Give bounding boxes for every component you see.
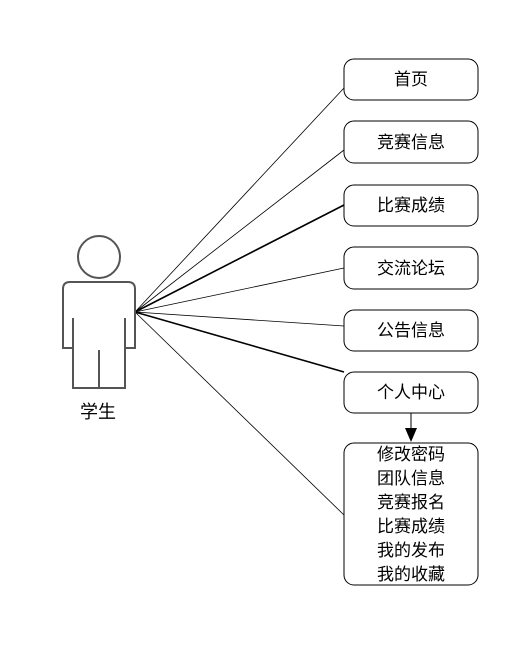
association-lines: [134, 87, 345, 516]
personal-center-item: 修改密码: [377, 445, 445, 465]
link-personal-center-items: [134, 311, 345, 516]
link-home: [134, 87, 345, 313]
link-personal-center: [134, 311, 345, 373]
actor-label: 学生: [80, 402, 116, 423]
use-case-label: 比赛成绩: [377, 195, 445, 216]
link-competition-info: [134, 149, 345, 313]
personal-center-item: 我的收藏: [377, 565, 445, 585]
link-announcements: [134, 311, 345, 327]
use-case-label: 交流论坛: [377, 259, 445, 279]
use-case-match-scores: 比赛成绩: [343, 184, 479, 227]
link-forum: [134, 267, 345, 313]
use-case-announcements: 公告信息: [343, 309, 479, 352]
use-case-label: 首页: [394, 70, 428, 90]
personal-center-item: 竞赛报名: [377, 492, 445, 513]
use-case-competition-info: 竞赛信息: [343, 120, 479, 164]
use-case-label: 个人中心: [377, 383, 445, 403]
personal-center-items-box: 修改密码 团队信息 竞赛报名 比赛成绩 我的发布 我的收藏: [343, 442, 479, 586]
use-case-label: 公告信息: [377, 321, 445, 341]
use-case-label: 竞赛信息: [377, 132, 445, 153]
use-case-personal-center: 个人中心: [343, 371, 479, 414]
link-match-scores: [134, 204, 345, 313]
personal-center-item: 我的发布: [377, 541, 445, 561]
person-icon: [62, 235, 136, 389]
personal-center-item: 团队信息: [377, 469, 445, 489]
use-case-forum: 交流论坛: [343, 246, 479, 290]
arrow-down-icon: [405, 413, 417, 442]
use-case-home: 首页: [343, 58, 479, 101]
personal-center-item: 比赛成绩: [377, 516, 445, 537]
